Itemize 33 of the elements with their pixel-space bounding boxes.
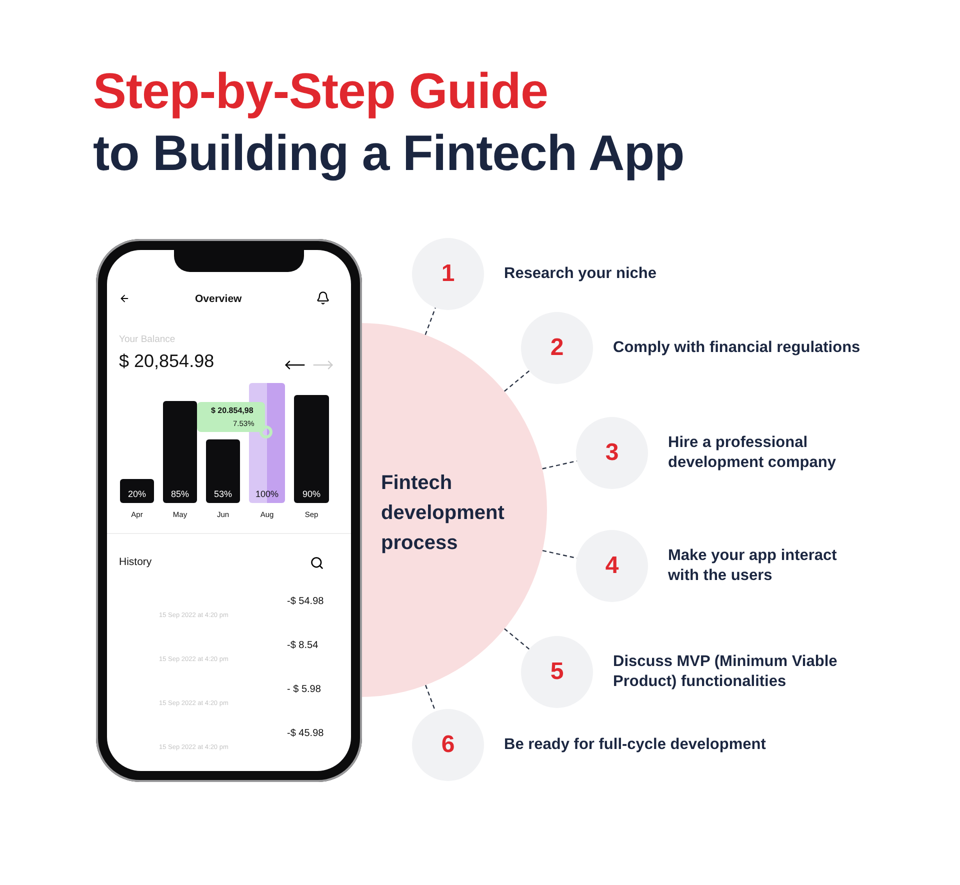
transaction-amount: -$ 8.54 [287, 640, 318, 651]
bar-value: 85% [171, 489, 189, 499]
step-text: Be ready for full-cycle development [504, 735, 767, 755]
step-number: 6 [441, 731, 455, 759]
transaction-amount: - $ 5.98 [287, 684, 321, 695]
bar-value: 90% [302, 489, 320, 499]
process-label: Fintech development process [381, 471, 506, 556]
transaction-amount: -$ 45.98 [287, 728, 324, 739]
step-text: Comply with financial regulations [613, 338, 862, 358]
tooltip-amount: $ 20.854,98 [211, 406, 254, 415]
dashed-connector [424, 308, 436, 335]
dashed-connector [425, 684, 436, 712]
step-number: 2 [550, 334, 564, 362]
bar-value: 100% [255, 489, 279, 499]
step-text: Hire a professional development company [668, 433, 837, 473]
step-number: 1 [441, 260, 455, 288]
dashed-connector [504, 370, 530, 392]
step-text: Make your app interact with the users [668, 546, 838, 586]
step-text: Research your niche [504, 264, 658, 284]
dashed-connector [504, 628, 530, 650]
step-number: 4 [605, 552, 619, 580]
screen-title: Overview [195, 293, 242, 305]
transaction-amount: -$ 54.98 [287, 596, 324, 607]
bar-value: 20% [128, 489, 146, 499]
section-heading: History [119, 556, 152, 568]
dashed-connector [542, 550, 577, 559]
subtitle: to Building a Fintech App [93, 124, 684, 182]
balance-amount: $ 20,854.98 [119, 351, 214, 372]
bar-value: 53% [214, 489, 232, 499]
step-number: 3 [605, 439, 619, 467]
title: Step-by-Step Guide [93, 62, 548, 120]
step-text: Discuss MVP (Minimum Viable Product) functionalities [613, 652, 838, 692]
step-number: 5 [550, 658, 564, 686]
